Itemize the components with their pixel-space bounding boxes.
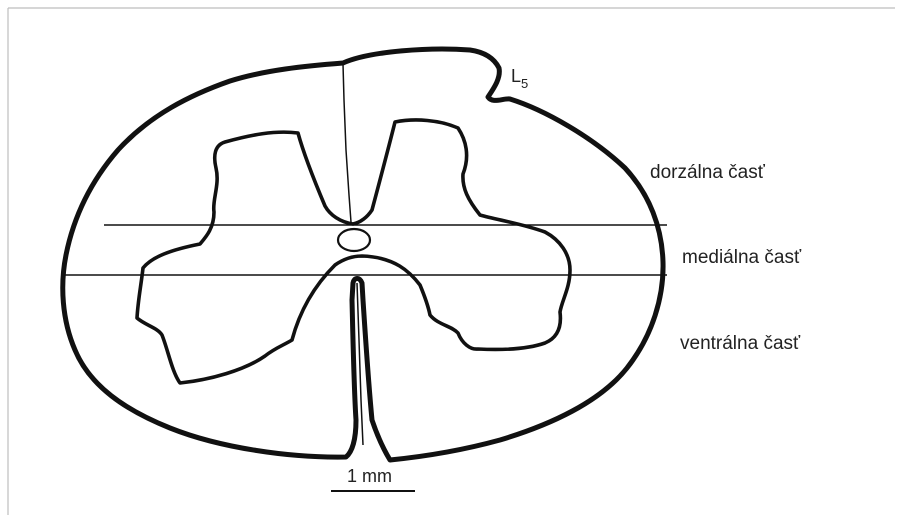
dorsal-region-label: dorzálna časť (650, 162, 766, 183)
dorsal-median-septum (343, 64, 351, 222)
ventral-region-label: ventrálna časť (680, 333, 801, 354)
central-canal (338, 229, 370, 251)
medial-region-label: mediálna časť (682, 247, 802, 268)
segment-label-subscript: 5 (521, 76, 528, 91)
segment-label: L (511, 66, 521, 86)
scale-bar-label: 1 mm (347, 466, 392, 486)
